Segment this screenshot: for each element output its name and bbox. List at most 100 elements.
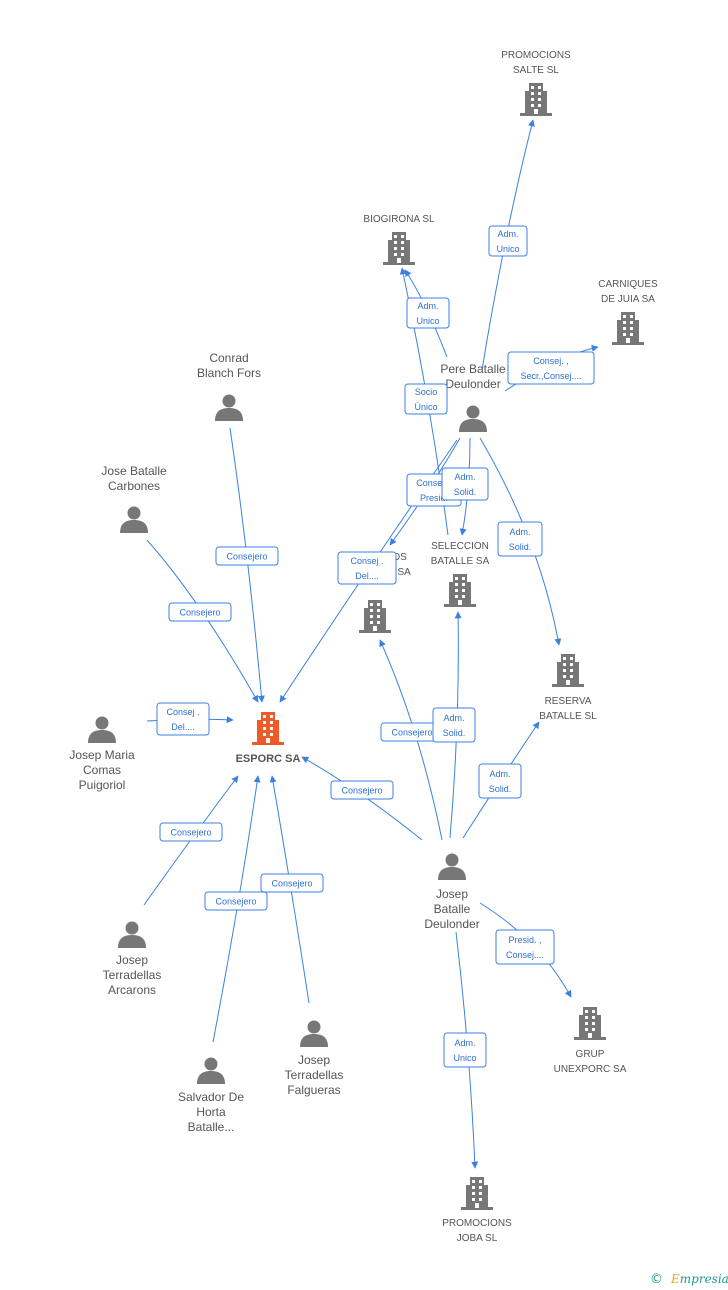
node-label: Josep Maria <box>69 748 135 762</box>
edge-label-text: Socio <box>415 387 438 397</box>
edge-label-box <box>156 702 210 736</box>
edge-label[interactable]: Consejero <box>330 780 394 800</box>
edge-label-text: Consej. , <box>416 478 452 488</box>
node-label: Batalle... <box>188 1120 235 1134</box>
node-label: BIOGIRONA SL <box>363 214 435 225</box>
edge-label-box <box>159 822 223 842</box>
edge-label-text: Unico <box>416 316 439 326</box>
edge-label[interactable]: Adm.Unico <box>488 225 528 257</box>
edge-label-text: Consejero <box>226 552 267 562</box>
edge-label[interactable]: Consejero <box>260 873 324 893</box>
node-label: Pere Batalle <box>440 362 506 376</box>
edge-label[interactable]: Presid. , Consej.... <box>495 929 555 965</box>
building-icon <box>383 232 415 265</box>
edge-label-text: Consej.... <box>506 950 544 960</box>
edge-label-text: Solid. <box>454 487 477 497</box>
copyright-symbol: © <box>650 1272 663 1287</box>
node-label: Blanch Fors <box>197 366 261 380</box>
edge-label-text: Único <box>414 402 437 412</box>
edge-label-box <box>432 707 476 743</box>
node-label: Comas <box>83 763 121 777</box>
edge-label-box <box>330 780 394 800</box>
edge-label-text: Adm. <box>417 301 438 311</box>
node-label: Josep <box>116 953 148 967</box>
edge-label-text: Consejero <box>391 728 432 738</box>
edge-label[interactable]: Consejero <box>215 546 279 566</box>
edge-label[interactable]: Adm.Unico <box>443 1032 487 1068</box>
edge-label-box <box>406 297 450 329</box>
brand-logo: Empresia <box>670 1272 728 1286</box>
edge-label-text: Adm. <box>454 1038 475 1048</box>
node-salvador[interactable]: Salvador DeHortaBatalle... <box>178 1057 244 1135</box>
node-label: Deulonder <box>445 377 500 391</box>
edge-label-box <box>260 873 324 893</box>
edge-label-box <box>478 763 522 799</box>
edge-label-text: Consejero <box>215 897 256 907</box>
node-label: DE JUIA SA <box>601 294 655 305</box>
edge-label-box <box>488 225 528 257</box>
edge-label-box <box>507 351 595 385</box>
node-label: SALTE SL <box>513 65 559 76</box>
person-icon <box>197 1057 225 1084</box>
person-icon <box>215 394 243 421</box>
edge-label-box <box>337 551 397 585</box>
node-label: Salvador De <box>178 1090 244 1104</box>
edge-label-box <box>204 891 268 911</box>
edge-label-text: Adm. <box>454 472 475 482</box>
edge-label[interactable]: Consej. , Secr.,Consej.... <box>507 351 595 385</box>
edge-label[interactable]: Consejero <box>380 722 444 742</box>
node-label: SELECCION <box>431 541 489 552</box>
edge-label[interactable]: Consejero <box>204 891 268 911</box>
edge-label-box <box>441 467 489 501</box>
edge-label[interactable]: Consejero <box>168 602 232 622</box>
edge-label[interactable]: Consej .Del.... <box>156 702 210 736</box>
edge-label-text: Consejero <box>170 828 211 838</box>
edge-label[interactable]: Adm. Solid. <box>441 467 489 501</box>
edge-label[interactable]: Adm.Solid. <box>497 521 543 557</box>
node-label: Terradellas <box>285 1068 344 1082</box>
node-label: PROMOCIONS <box>442 1218 512 1229</box>
edge-label-text: Adm. <box>443 713 464 723</box>
edge-label-box <box>404 383 448 415</box>
node-label: Carbones <box>108 479 160 493</box>
brand-rest: mpresia <box>680 1272 728 1286</box>
node-label: UNEXPORC SA <box>554 1064 627 1075</box>
person-icon <box>300 1020 328 1047</box>
edge-label-text: Consej . <box>166 707 199 717</box>
building-icon <box>612 312 644 345</box>
edge-label-text: Adm. <box>497 229 518 239</box>
edge-label[interactable]: Adm. Unico <box>406 297 450 329</box>
edge-label-text: Consej. , <box>533 356 569 366</box>
edge-label[interactable]: Adm.Solid. <box>478 763 522 799</box>
edge-label[interactable]: Consej .Del.... <box>337 551 397 585</box>
edge-label-box <box>168 602 232 622</box>
edge-label[interactable]: Adm.Solid. <box>432 707 476 743</box>
node-label: Josep <box>298 1053 330 1067</box>
edge-label-box <box>443 1032 487 1068</box>
person-icon <box>118 921 146 948</box>
node-biogirona[interactable]: BIOGIRONA SL <box>363 214 435 265</box>
person-icon <box>438 853 466 880</box>
edge-label-text: Presid. , <box>508 935 541 945</box>
edge-label-text: Consejero <box>341 786 382 796</box>
node-esporc[interactable]: ESPORC SA <box>236 712 301 765</box>
edge-label-text: Secr.,Consej.... <box>520 371 581 381</box>
edge-label[interactable]: Consejero <box>159 822 223 842</box>
edge-label-text: Solid. <box>509 542 532 552</box>
node-label: BATALLE SL <box>539 711 597 722</box>
